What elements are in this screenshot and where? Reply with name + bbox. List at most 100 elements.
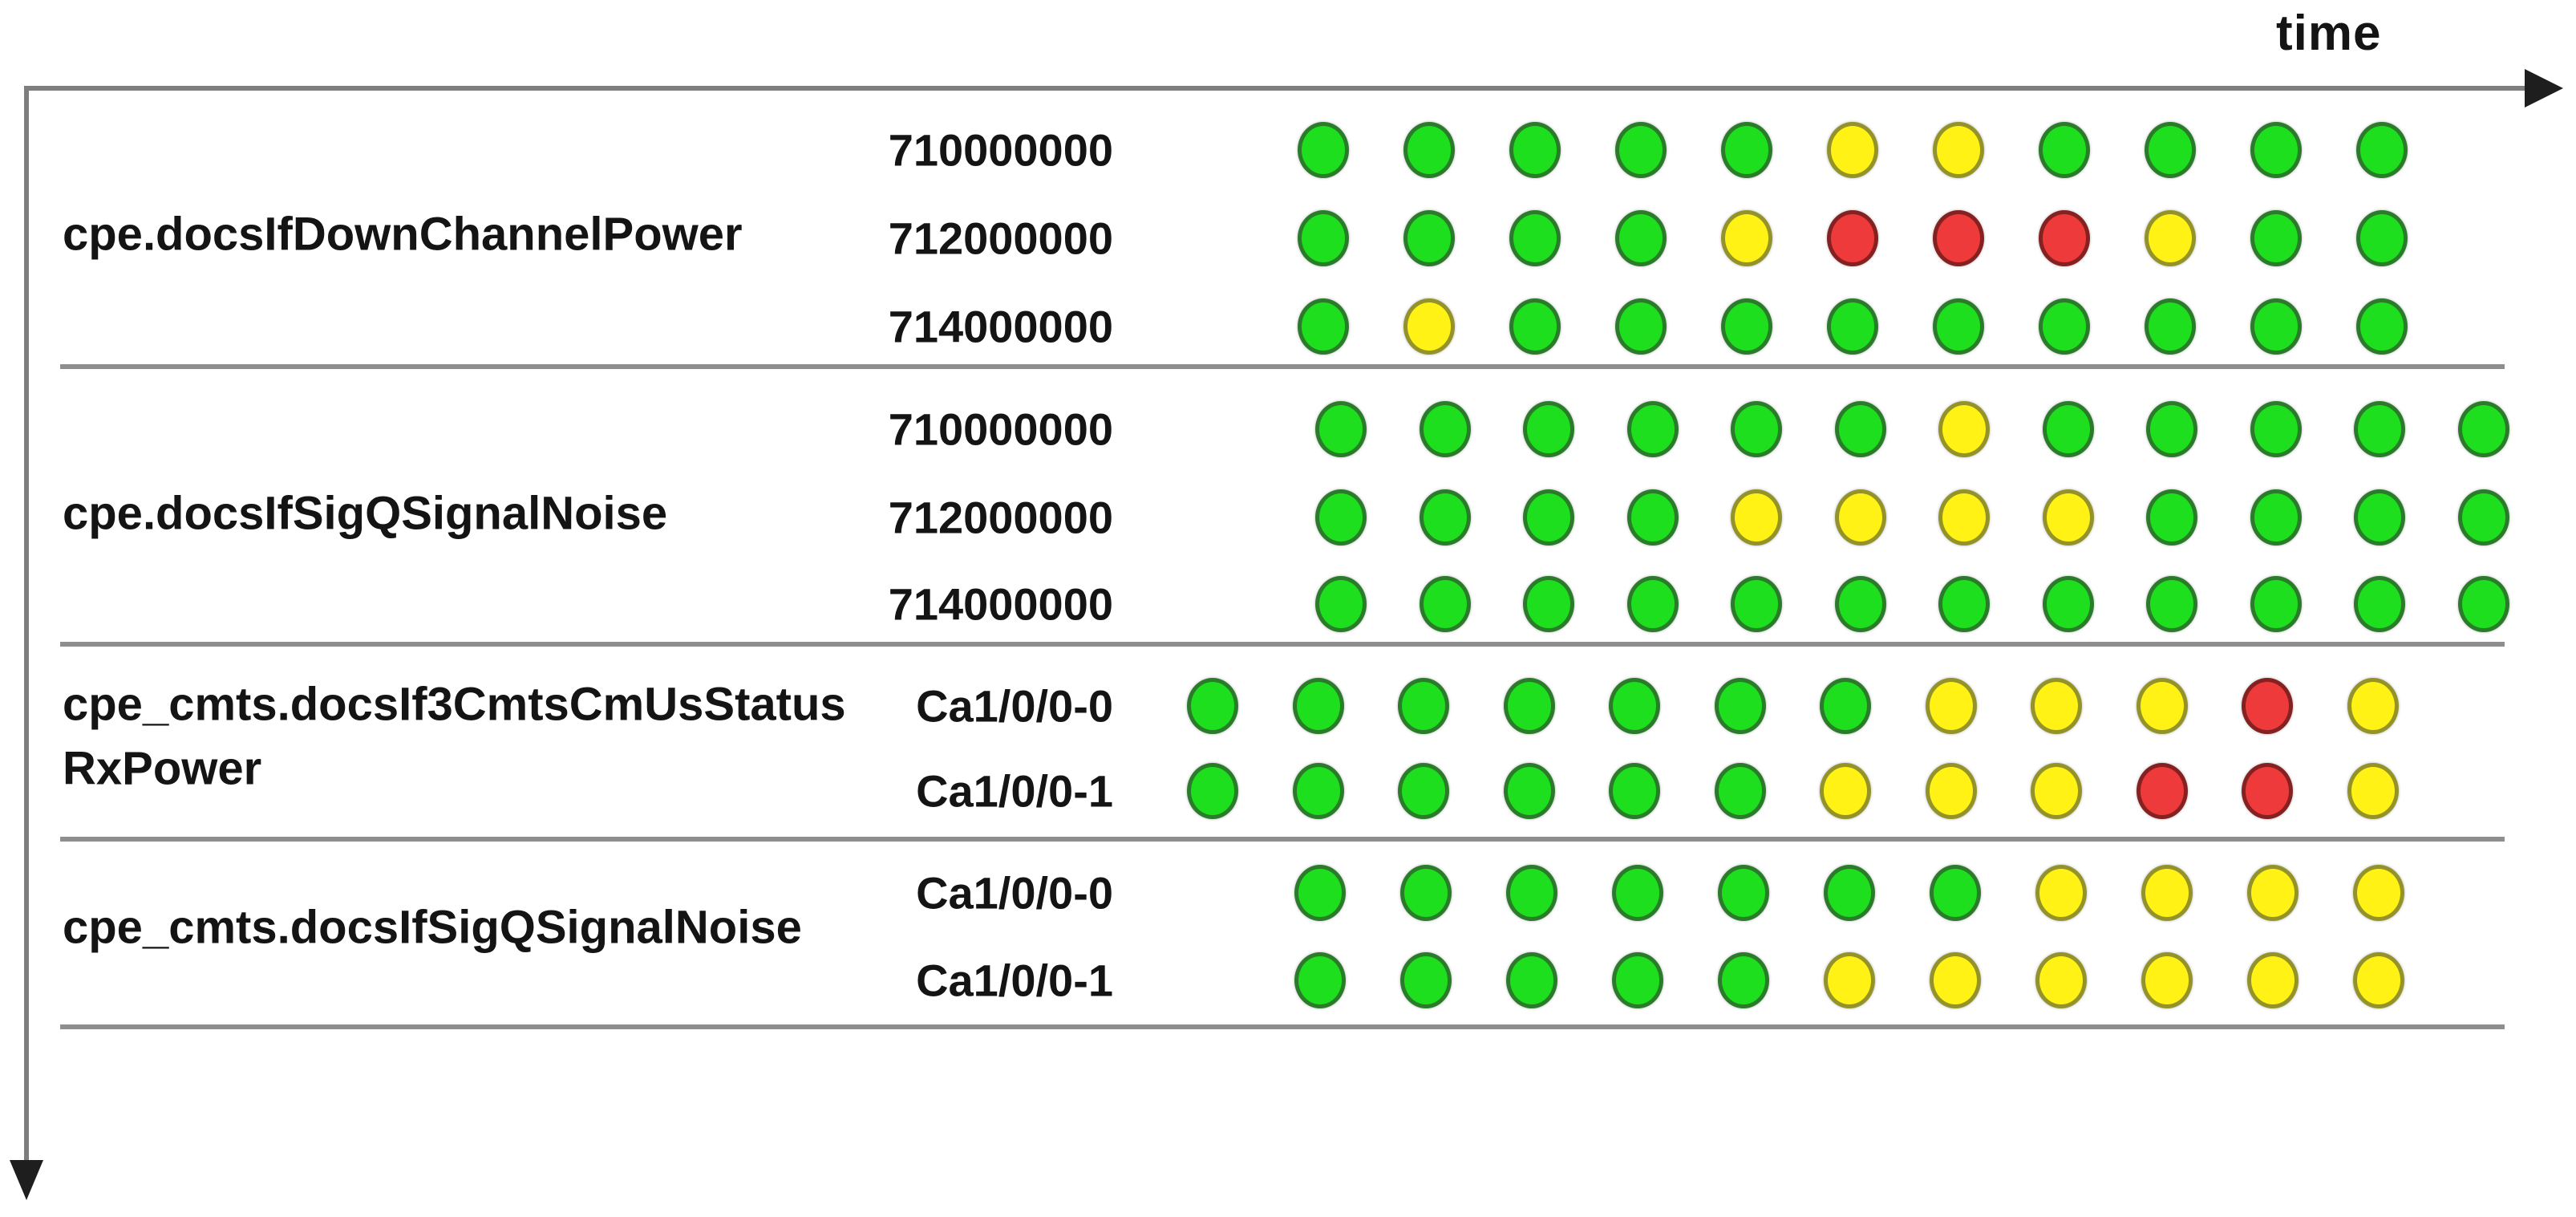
status-dot-yellow xyxy=(1820,763,1871,819)
channel-label: 714000000 xyxy=(888,301,1113,352)
status-dot-green xyxy=(1292,678,1344,734)
status-dot-yellow xyxy=(2141,865,2193,921)
status-dot-green xyxy=(1298,122,1349,178)
status-dot-yellow xyxy=(1925,678,1977,734)
status-dot-green xyxy=(2354,401,2405,457)
status-dot-green xyxy=(2457,401,2509,457)
status-dot-green xyxy=(1523,489,1574,546)
status-dot-red xyxy=(1827,210,1878,266)
status-dot-yellow xyxy=(1930,952,1981,1008)
status-dot-green xyxy=(1933,298,1984,355)
status-dot-green xyxy=(1419,489,1471,546)
status-dot-green xyxy=(1731,576,1782,632)
status-dot-green xyxy=(2042,576,2094,632)
status-dot-green xyxy=(1509,210,1561,266)
status-dot-green xyxy=(1834,576,1886,632)
status-dot-green xyxy=(1731,401,1782,457)
status-dot-green xyxy=(1400,952,1452,1008)
status-dot-green xyxy=(1626,401,1679,457)
status-dot-green xyxy=(2039,298,2090,355)
status-dot-red xyxy=(2242,763,2293,819)
status-dot-green xyxy=(1827,298,1878,355)
vertical-axis-arrowhead-icon xyxy=(10,1160,43,1200)
status-dot-green xyxy=(2457,576,2509,632)
status-dot-green xyxy=(1609,763,1660,819)
status-dot-green xyxy=(1820,678,1871,734)
status-dot-yellow xyxy=(1731,489,1782,546)
status-dot-green xyxy=(2354,489,2405,546)
status-dot-green xyxy=(1398,763,1449,819)
status-dot-green xyxy=(1612,952,1663,1008)
channel-label: 710000000 xyxy=(888,124,1113,176)
status-dot-yellow xyxy=(1938,401,1990,457)
status-dot-green xyxy=(2250,122,2302,178)
status-dot-yellow xyxy=(1403,298,1455,355)
status-dot-green xyxy=(2042,401,2094,457)
status-dot-red xyxy=(2136,763,2188,819)
status-dot-green xyxy=(1615,122,1667,178)
time-axis-line xyxy=(26,86,2527,91)
metric-label: cpe_cmts.docsIf3CmtsCmUsStatus xyxy=(63,678,846,731)
status-dot-green xyxy=(2250,401,2302,457)
status-dot-green xyxy=(1298,210,1349,266)
status-dot-green xyxy=(1509,122,1561,178)
status-dot-green xyxy=(1403,210,1455,266)
status-dot-green xyxy=(1419,401,1471,457)
status-dot-green xyxy=(1609,678,1660,734)
channel-label: 712000000 xyxy=(888,492,1113,543)
status-dot-green xyxy=(1824,865,1875,921)
status-dot-red xyxy=(2039,210,2090,266)
status-dot-green xyxy=(1187,678,1238,734)
channel-label: Ca1/0/0-0 xyxy=(916,867,1113,919)
status-dot-green xyxy=(1721,298,1772,355)
status-dot-green xyxy=(1294,952,1346,1008)
status-dot-green xyxy=(1930,865,1981,921)
status-dot-green xyxy=(2146,401,2197,457)
status-dot-green xyxy=(2356,122,2408,178)
channel-label: Ca1/0/0-1 xyxy=(916,765,1113,817)
status-dot-green xyxy=(1714,763,1766,819)
status-dot-green xyxy=(2457,489,2509,546)
status-dot-yellow xyxy=(2347,763,2399,819)
status-dot-green xyxy=(2145,298,2196,355)
status-dot-green xyxy=(2146,489,2197,546)
status-dot-green xyxy=(1612,865,1663,921)
status-dot-green xyxy=(2250,210,2302,266)
group-separator-line xyxy=(60,837,2505,842)
channel-label: 710000000 xyxy=(888,404,1113,455)
status-dot-yellow xyxy=(1834,489,1886,546)
status-dot-green xyxy=(1615,210,1667,266)
channel-label: Ca1/0/0-1 xyxy=(916,955,1113,1006)
status-dot-yellow xyxy=(2347,678,2399,734)
status-dot-yellow xyxy=(1827,122,1878,178)
status-dot-green xyxy=(1403,122,1455,178)
status-dot-yellow xyxy=(2353,952,2404,1008)
status-dot-green xyxy=(1315,576,1367,632)
status-dot-green xyxy=(1398,678,1449,734)
status-dot-green xyxy=(1718,952,1769,1008)
status-dot-yellow xyxy=(1925,763,1977,819)
status-dot-green xyxy=(2356,298,2408,355)
status-dot-green xyxy=(1292,763,1344,819)
status-dot-yellow xyxy=(1938,489,1990,546)
status-dot-yellow xyxy=(2031,763,2082,819)
status-dot-green xyxy=(2250,298,2302,355)
status-dot-green xyxy=(1503,763,1555,819)
status-dot-yellow xyxy=(2031,678,2082,734)
status-dot-green xyxy=(1834,401,1886,457)
status-dot-green xyxy=(2356,210,2408,266)
status-dot-green xyxy=(1523,576,1574,632)
channel-label: 714000000 xyxy=(888,578,1113,630)
group-separator-line xyxy=(60,1024,2505,1029)
status-dot-green xyxy=(2250,489,2302,546)
status-dot-green xyxy=(2250,576,2302,632)
status-dot-yellow xyxy=(2042,489,2094,546)
time-axis-label: time xyxy=(2276,6,2382,61)
metric-label: cpe_cmts.docsIfSigQSignalNoise xyxy=(63,901,802,954)
channel-label: 712000000 xyxy=(888,213,1113,264)
status-dot-green xyxy=(1626,576,1679,632)
metric-label: cpe.docsIfDownChannelPower xyxy=(63,208,743,261)
status-dot-green xyxy=(2354,576,2405,632)
status-dot-green xyxy=(1714,678,1766,734)
